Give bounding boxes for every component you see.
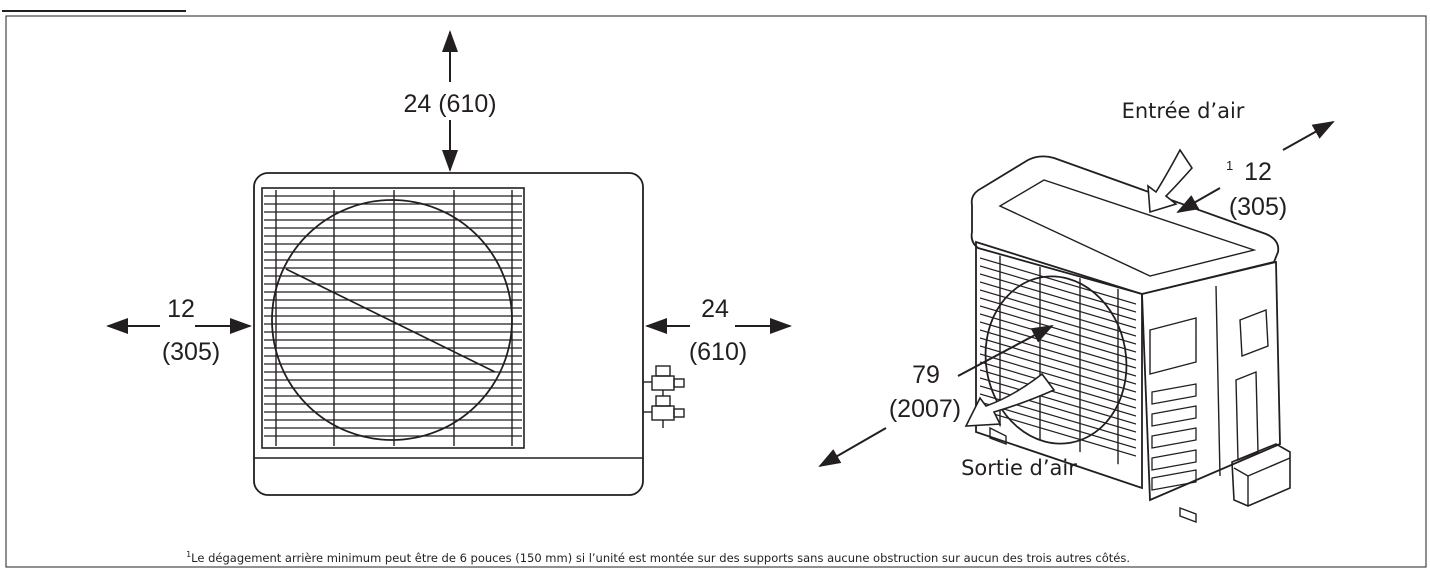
footnote: 1Le dégagement arrière minimum peut être…	[186, 550, 1130, 565]
footnote-marker: 1	[186, 550, 191, 559]
isometric-unit	[964, 148, 1291, 524]
left-clearance-mm: (305)	[162, 338, 220, 366]
figure-frame	[5, 15, 1427, 568]
front-view-unit	[253, 172, 685, 496]
air-outlet-arrow	[964, 372, 1056, 427]
front-clearance-inches: 79	[912, 361, 940, 389]
right-clearance-inches: 24	[701, 295, 729, 323]
right-clearance-mm: (610)	[689, 338, 747, 366]
service-valves	[643, 365, 685, 428]
rear-footnote-marker: 1	[1226, 158, 1233, 173]
air-inlet-label: Entrée d’air	[1122, 99, 1245, 123]
front-arrow-in	[957, 325, 1054, 377]
rear-arrow-in	[1176, 187, 1221, 213]
left-clearance-inches: 12	[167, 295, 195, 323]
dimension-arrows-front	[106, 30, 792, 334]
front-arrow-out	[818, 427, 887, 467]
front-clearance-mm: (2007)	[889, 395, 961, 423]
air-outlet-label: Sortie d’air	[961, 456, 1077, 480]
rear-clearance-mm: (305)	[1229, 193, 1287, 221]
iso-grille	[980, 250, 1136, 470]
rear-arrow-out	[1282, 121, 1335, 151]
front-grille	[264, 190, 522, 446]
footnote-text: Le dégagement arrière minimum peut être …	[191, 551, 1130, 565]
rear-clearance-inches: 12	[1244, 158, 1272, 186]
top-clearance-label: 24 (610)	[403, 90, 496, 118]
air-inlet-arrow	[1147, 148, 1194, 214]
dimension-arrows-iso	[818, 121, 1335, 467]
header-tab-line	[2, 10, 186, 12]
